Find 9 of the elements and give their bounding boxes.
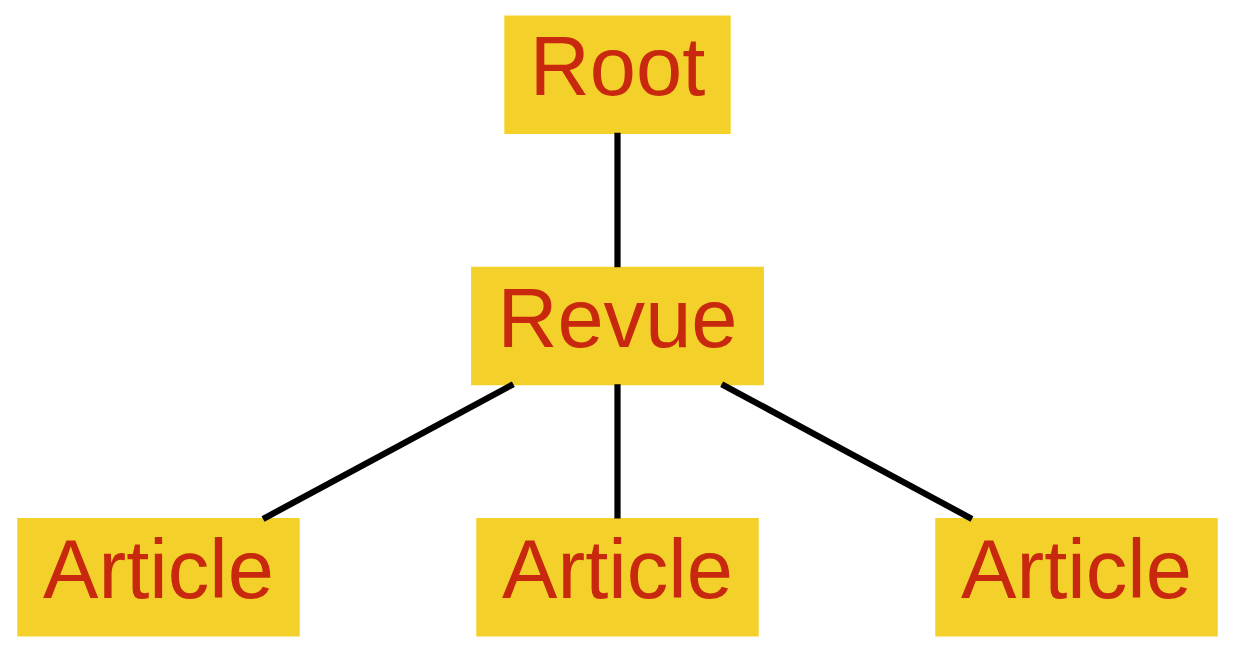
node-box: Article xyxy=(476,518,759,637)
node-box: Revue xyxy=(471,266,764,386)
connector xyxy=(720,381,974,522)
node-box: Root xyxy=(504,15,731,134)
connector xyxy=(614,384,621,519)
node-box: Article xyxy=(17,518,300,637)
node-box: Article xyxy=(935,518,1218,637)
connector xyxy=(614,132,621,268)
connector xyxy=(261,381,515,522)
